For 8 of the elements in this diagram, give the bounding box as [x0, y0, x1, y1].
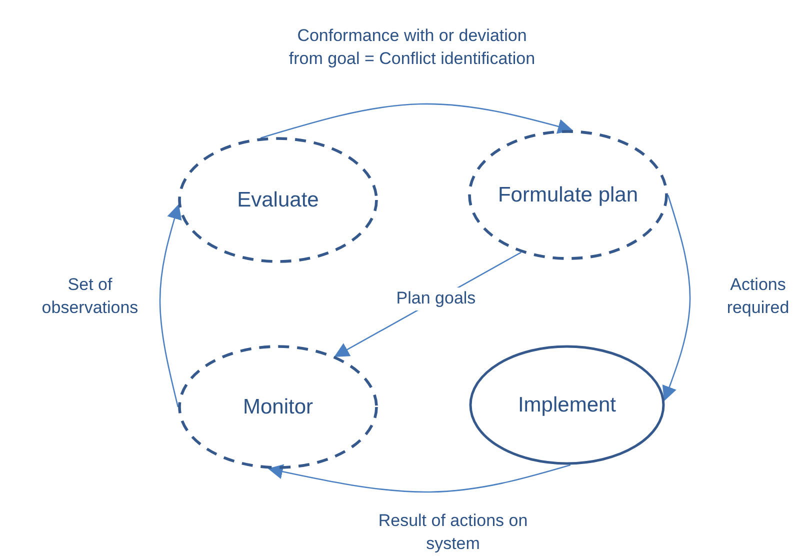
node-label: Monitor: [242, 394, 314, 420]
node-label: Implement: [516, 392, 618, 418]
node-label: Formulate plan: [496, 182, 640, 208]
arrow: [159, 204, 182, 408]
arrow: [260, 103, 573, 139]
arrow: [662, 194, 691, 402]
node-label: Evaluate: [236, 187, 320, 213]
arrow: [268, 464, 571, 493]
